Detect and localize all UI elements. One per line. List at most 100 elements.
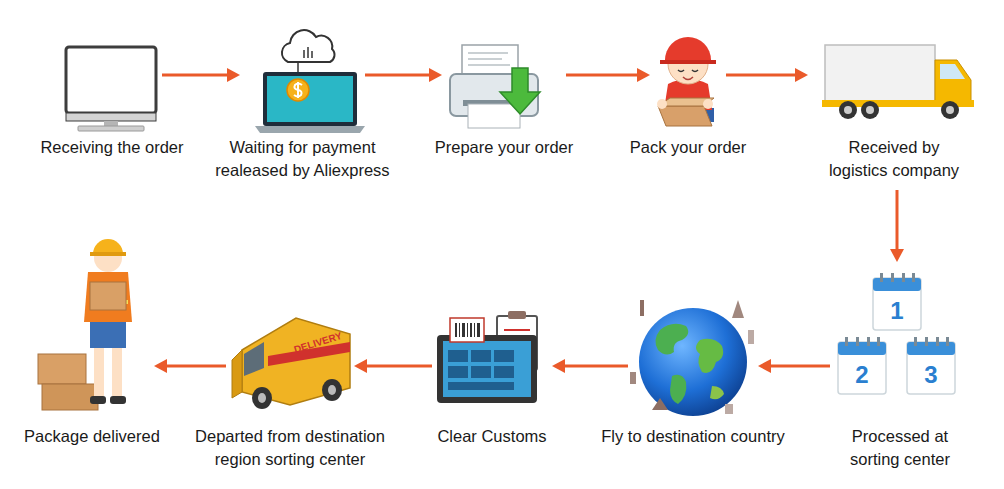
delivery-truck: [946, 106, 954, 114]
flow-arrow: [162, 68, 240, 82]
step-caption-group: Receiving the order: [22, 136, 202, 159]
delivery-van: [328, 385, 336, 395]
flow-arrow: [365, 68, 442, 82]
step-node: Received by logistics company: [808, 40, 980, 190]
globe-icon: [710, 386, 724, 399]
customs-icon: [455, 323, 457, 337]
step-label: Clear Customs: [417, 425, 567, 448]
calendar-icons: [867, 337, 870, 346]
flow-arrow: [726, 68, 808, 82]
step-label: Pack your order: [613, 136, 763, 159]
courier-figure: [38, 354, 86, 384]
delivery-van: [252, 387, 272, 409]
delivery-truck: [940, 64, 965, 79]
calendar-icons: [891, 273, 894, 282]
arrow-head: [354, 359, 367, 373]
laptop-cloud-icon: [282, 30, 335, 62]
step-label: Waiting for payment realeased by Aliexpr…: [203, 136, 403, 182]
globe-icon: [640, 300, 644, 316]
customs-icon: [443, 341, 531, 397]
globe-icon: [655, 324, 688, 355]
arrow-head: [552, 359, 565, 373]
customs-icon: [471, 350, 491, 362]
courier-figure: [110, 396, 126, 404]
courier-figure: [38, 239, 132, 410]
flow-arrow: [552, 359, 628, 373]
printer-icon: [468, 52, 508, 54]
printer-icon: [468, 58, 502, 60]
customs-icon: [470, 323, 472, 337]
step-caption-group: Prepare your order: [419, 136, 589, 159]
calendar-icons: [880, 273, 883, 282]
globe-icon: [696, 339, 723, 373]
customs-icon: [504, 329, 530, 331]
step-node: Receiving the order: [62, 40, 162, 162]
customs-icon: [437, 311, 537, 403]
arrow-head: [227, 68, 240, 82]
calendar-icons: [912, 273, 915, 282]
calendar-icons: [845, 337, 848, 346]
delivery-truck: [839, 101, 857, 119]
calendar-number: 2: [855, 363, 868, 387]
arrow-line: [566, 74, 639, 77]
printer-icon: [500, 68, 540, 114]
step-caption-group: Received by logistics company: [824, 136, 964, 182]
customs-icon: [462, 323, 465, 337]
customs-icon: [477, 323, 480, 337]
globe-icon: [630, 300, 754, 416]
calendar-number: 3: [924, 363, 937, 387]
arrow-head: [154, 359, 167, 373]
calendar-icons: [902, 273, 905, 282]
computer-monitor: [66, 47, 156, 131]
customs-icon: [448, 366, 468, 378]
courier-figure: [90, 318, 126, 348]
arrow-head: [758, 359, 771, 373]
flow-arrow: [354, 359, 432, 373]
step-label: Receiving the order: [22, 136, 202, 159]
delivery-van: [232, 350, 242, 398]
step-caption-group: Package delivered: [7, 425, 177, 448]
step-node: Clear Customs: [432, 300, 552, 450]
laptop-cloud-icon: [311, 51, 313, 58]
delivery-van: [258, 393, 266, 403]
step-caption-group: Departed from destination region sorting…: [190, 425, 390, 471]
customs-icon: [471, 366, 491, 378]
delivery-truck: [941, 101, 959, 119]
step-node: Departed from destination region sorting…: [226, 300, 354, 472]
arrow-head: [890, 249, 904, 262]
packer-figure: [657, 37, 716, 126]
customs-icon: [508, 311, 526, 319]
arrow-line: [165, 365, 226, 368]
flow-arrow: [566, 68, 650, 82]
delivery-truck: [844, 106, 852, 114]
step-label: Prepare your order: [419, 136, 589, 159]
customs-icon: [474, 323, 475, 337]
packer-figure: [692, 70, 698, 72]
customs-icon: [459, 323, 460, 337]
computer-monitor: [66, 113, 156, 121]
arrow-head: [795, 68, 808, 82]
step-label: Fly to destination country: [578, 425, 808, 448]
step-caption-group: Fly to destination country: [578, 425, 808, 448]
courier-figure: [42, 384, 98, 410]
globe-icon: [748, 330, 754, 344]
calendar-icons: [914, 337, 917, 346]
step-caption-group: Waiting for payment realeased by Aliexpr…: [203, 136, 403, 182]
courier-figure: [94, 340, 104, 396]
customs-icon: [448, 350, 468, 362]
arrow-head: [429, 68, 442, 82]
flow-arrow: [758, 359, 830, 373]
packer-figure: [660, 60, 716, 64]
globe-icon: [670, 375, 686, 404]
laptop-cloud-icon: [267, 76, 353, 122]
calendar-icons: [925, 337, 928, 346]
customs-icon: [450, 318, 484, 342]
computer-monitor: [66, 47, 156, 113]
step-node: Processed at sorting center: [830, 262, 970, 472]
step-node: Package delivered: [30, 228, 154, 450]
globe-icon: [639, 308, 747, 416]
step-label: Processed at sorting center: [840, 425, 960, 471]
laptop-cloud-icon: [255, 30, 365, 133]
